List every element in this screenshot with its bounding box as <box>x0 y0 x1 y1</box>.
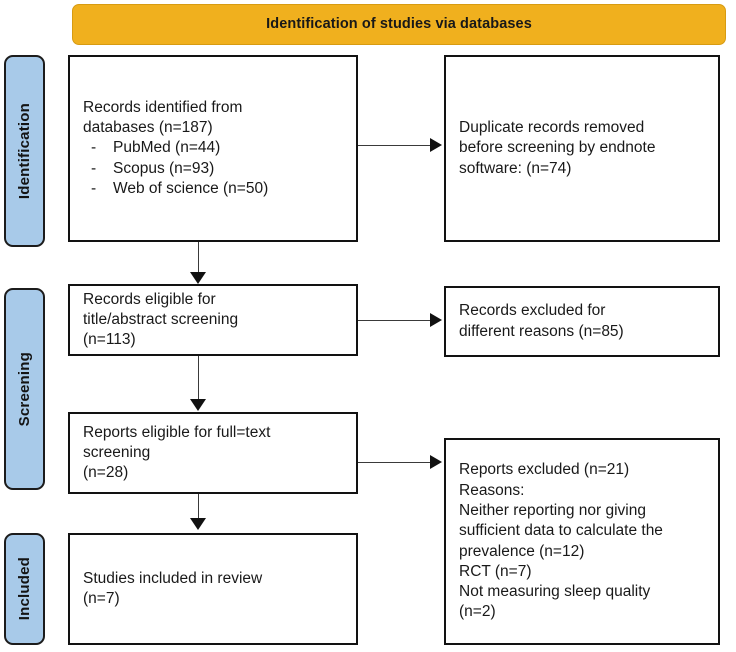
connector-line-reports-to-excluded <box>358 462 432 463</box>
reports-excluded-line5: prevalence (n=12) <box>459 542 585 560</box>
box-reports-excluded-content: Reports excluded (n=21) Reasons: Neither… <box>446 460 718 622</box>
stage-label-screening: Screening <box>4 288 45 490</box>
connector-line-reports-to-included <box>198 494 199 520</box>
reports-eligible-line1: Reports eligible for full=text <box>83 423 271 441</box>
arrow-right-icon-eligible-to-excluded <box>430 313 442 327</box>
bullet-dash-icon: - <box>91 159 97 177</box>
box-records-identified: Records identified from databases (n=187… <box>68 55 358 242</box>
duplicates-removed-line3: software: (n=74) <box>459 159 572 177</box>
stage-label-screening-text: Screening <box>16 351 33 427</box>
list-item: -PubMed (n=44) <box>83 138 346 158</box>
reports-excluded-line2: Reasons: <box>459 481 525 499</box>
bullet-dash-icon: - <box>91 179 97 197</box>
box-duplicate-records-removed-content: Duplicate records removed before screeni… <box>446 118 718 179</box>
records-excluded-line2: different reasons (n=85) <box>459 322 624 340</box>
connector-line-identified-to-duplicates <box>358 145 432 146</box>
records-eligible-line1: Records eligible for <box>83 290 216 308</box>
banner-title: Identification of studies via databases <box>266 15 532 32</box>
box-studies-included: Studies included in review (n=7) <box>68 533 358 645</box>
list-item: -Scopus (n=93) <box>83 159 346 179</box>
box-records-eligible-content: Records eligible for title/abstract scre… <box>70 290 356 351</box>
records-eligible-line3: (n=113) <box>83 331 136 349</box>
reports-excluded-line3: Neither reporting nor giving <box>459 501 646 519</box>
banner-identification-via-databases: Identification of studies via databases <box>72 4 726 45</box>
reports-excluded-line6: RCT (n=7) <box>459 562 532 580</box>
box-reports-eligible-content: Reports eligible for full=text screening… <box>70 423 356 484</box>
connector-line-eligible-to-excluded <box>358 320 432 321</box>
records-identified-source-list: -PubMed (n=44) -Scopus (n=93) -Web of sc… <box>83 138 346 199</box>
records-eligible-line2: title/abstract screening <box>83 310 239 328</box>
duplicates-removed-line1: Duplicate records removed <box>459 119 645 137</box>
arrow-right-icon-reports-to-excluded <box>430 455 442 469</box>
box-records-excluded-content: Records excluded for different reasons (… <box>446 301 718 342</box>
box-reports-eligible-full-text: Reports eligible for full=text screening… <box>68 412 358 494</box>
reports-eligible-line2: screening <box>83 443 151 461</box>
reports-excluded-line1: Reports excluded (n=21) <box>459 461 630 479</box>
box-records-eligible-title-abstract: Records eligible for title/abstract scre… <box>68 284 358 356</box>
studies-included-line2: (n=7) <box>83 590 120 607</box>
box-studies-included-content: Studies included in review (n=7) <box>70 569 356 610</box>
reports-excluded-line4: sufficient data to calculate the <box>459 522 663 540</box>
duplicates-removed-line2: before screening by endnote <box>459 139 656 157</box>
records-identified-line2: databases (n=187) <box>83 119 213 137</box>
box-records-identified-content: Records identified from databases (n=187… <box>70 98 356 199</box>
box-reports-excluded: Reports excluded (n=21) Reasons: Neither… <box>444 438 720 645</box>
records-excluded-line1: Records excluded for <box>459 302 606 320</box>
connector-line-identified-to-eligible <box>198 242 199 276</box>
box-duplicate-records-removed: Duplicate records removed before screeni… <box>444 55 720 242</box>
source-web-of-science: Web of science (n=50) <box>113 179 269 197</box>
arrow-down-icon-reports-to-included <box>190 518 206 530</box>
arrow-down-icon-eligible-to-reports <box>190 399 206 411</box>
records-identified-line1: Records identified from <box>83 98 243 116</box>
source-pubmed: PubMed (n=44) <box>113 139 221 157</box>
arrow-right-icon-identified-to-duplicates <box>430 138 442 152</box>
reports-excluded-line7: Not measuring sleep quality <box>459 583 651 601</box>
stage-label-included: Included <box>4 533 45 645</box>
stage-label-included-text: Included <box>16 557 33 621</box>
connector-line-eligible-to-reports <box>198 356 199 402</box>
list-item: -Web of science (n=50) <box>83 179 346 199</box>
studies-included-line1: Studies included in review <box>83 569 263 587</box>
bullet-dash-icon: - <box>91 139 97 157</box>
box-records-excluded: Records excluded for different reasons (… <box>444 286 720 357</box>
source-scopus: Scopus (n=93) <box>113 159 215 177</box>
reports-excluded-line8: (n=2) <box>459 603 496 621</box>
reports-eligible-line3: (n=28) <box>83 464 129 482</box>
arrow-down-icon-identified-to-eligible <box>190 272 206 284</box>
stage-label-identification-text: Identification <box>16 102 33 200</box>
stage-label-identification: Identification <box>4 55 45 247</box>
